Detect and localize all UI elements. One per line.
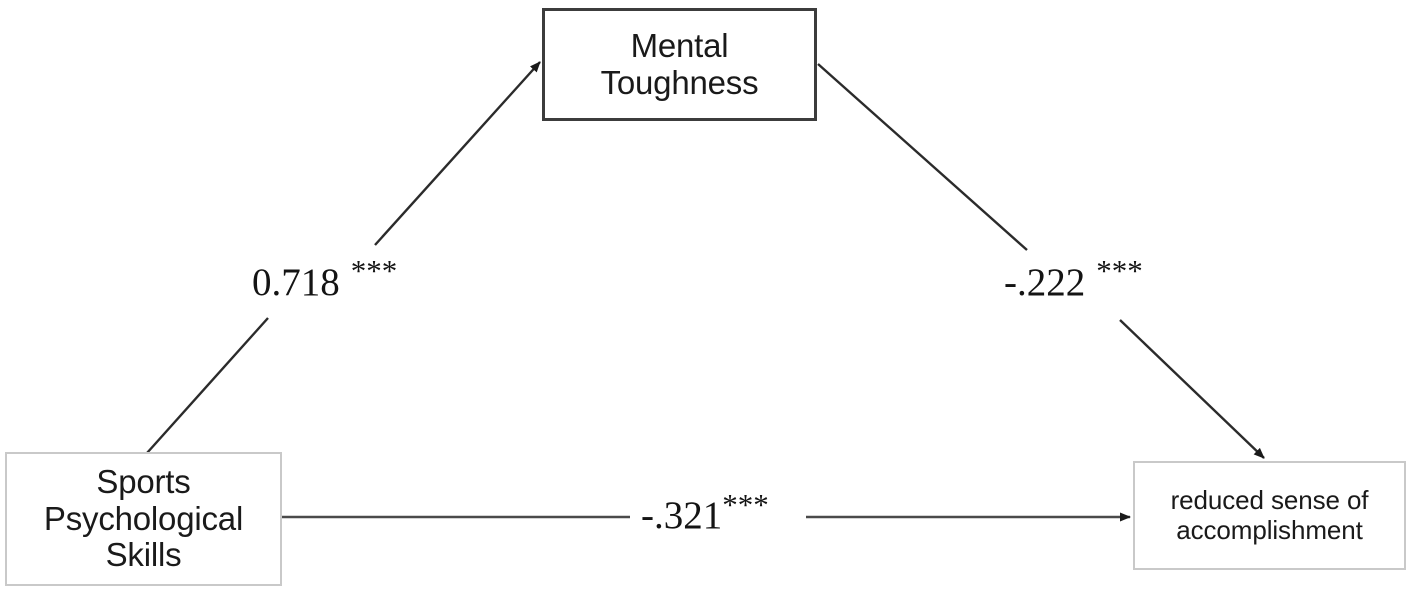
node-mental-toughness: Mental Toughness xyxy=(542,8,817,121)
path-a-coefficient-value: 0.718 xyxy=(252,261,340,304)
node-reduced-sense-of-accomplishment-label: reduced sense of accomplishment xyxy=(1170,485,1369,545)
path-b-significance-stars: *** xyxy=(1096,253,1143,288)
node-sports-psychological-skills-label: Sports Psychological Skills xyxy=(43,462,244,574)
path-b-coefficient-label: -.222 *** xyxy=(998,252,1149,305)
path-b-arrow xyxy=(817,63,1265,459)
path-b-coefficient-value: -.222 xyxy=(1004,261,1086,304)
path-a-arrow xyxy=(146,61,541,454)
path-c-significance-stars: *** xyxy=(722,487,769,522)
node-mental-toughness-label: Mental Toughness xyxy=(600,26,759,101)
path-a-significance-stars: *** xyxy=(350,253,398,288)
path-c-coefficient-value: -.321 xyxy=(641,494,723,537)
node-sports-psychological-skills: Sports Psychological Skills xyxy=(5,452,282,586)
node-reduced-sense-of-accomplishment: reduced sense of accomplishment xyxy=(1133,461,1406,570)
path-a-coefficient-label: 0.718 *** xyxy=(246,252,404,305)
path-c-coefficient-label: -.321*** xyxy=(632,487,778,537)
